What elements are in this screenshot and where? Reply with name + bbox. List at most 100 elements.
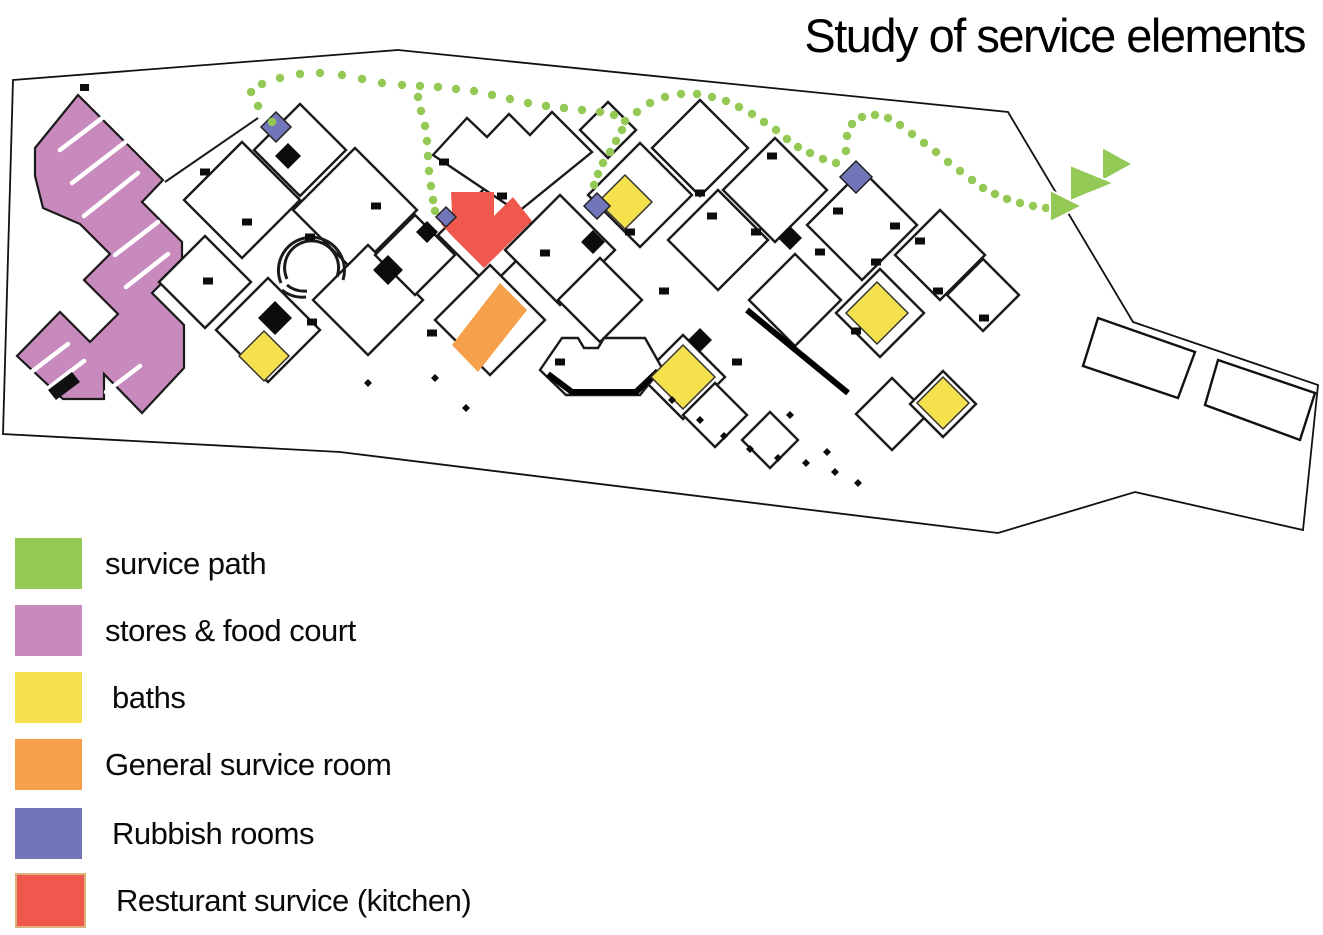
furniture-glyph [707, 212, 717, 220]
service-path-dot [541, 101, 551, 111]
service-path-dot [605, 147, 615, 157]
furniture-glyph [555, 358, 565, 366]
column [364, 379, 372, 387]
room [556, 256, 644, 344]
column [720, 432, 728, 440]
legend-item-rubbish-rooms: Rubbish rooms [15, 808, 635, 859]
service-path-dot [620, 116, 630, 126]
service-path-dots [246, 68, 1051, 216]
service-path-dot [589, 180, 599, 190]
stair-core [416, 221, 438, 243]
service-path-dot [617, 125, 627, 135]
service-path-arrows [1049, 145, 1136, 224]
stores-aisle-slits [27, 103, 171, 395]
service-path-dot [842, 131, 852, 141]
outbuilding-room [1081, 316, 1197, 400]
service-path-dot [645, 98, 655, 108]
service-path-dot [847, 119, 857, 129]
service-path-dot [611, 136, 621, 146]
service-path-dot [1015, 198, 1025, 208]
service-path-dot [660, 92, 670, 102]
furniture-glyph [203, 277, 213, 285]
furniture-glyph [890, 222, 900, 230]
room [805, 168, 919, 282]
service-path-swatch [15, 538, 82, 589]
corridor-wall [745, 307, 850, 396]
service-path-dot [990, 189, 1000, 199]
service-path-dot [397, 80, 407, 90]
service-path-dot [420, 121, 430, 131]
room [666, 188, 770, 292]
service-path-dot [451, 84, 461, 94]
stair-core [373, 255, 403, 285]
service-path-dot [841, 146, 851, 156]
bath-room [596, 173, 654, 231]
legend-item-restaurant-service: Resturant survice (kitchen) [15, 873, 635, 928]
room [721, 136, 829, 244]
service-path-dot [275, 73, 285, 83]
furniture-glyph [815, 248, 825, 256]
service-path-dot [782, 134, 792, 144]
rubbish-room-zones [259, 110, 874, 229]
service-path-dot [609, 110, 619, 120]
service-path-dot [632, 107, 642, 117]
service-path-dot [377, 78, 387, 88]
room [893, 208, 987, 302]
legend-item-baths: baths [15, 672, 635, 723]
furniture-glyph [751, 228, 761, 236]
service-path-dot [967, 175, 977, 185]
service-path-dot [577, 105, 587, 115]
service-path-dot [931, 147, 941, 157]
service-path-dot [424, 166, 434, 176]
service-path-dot [253, 101, 263, 111]
room [681, 381, 749, 449]
column [831, 468, 839, 476]
furniture-glyph [767, 152, 777, 160]
bath-room [844, 280, 910, 346]
stair-core [581, 230, 605, 254]
stores-food-court-swatch [15, 605, 82, 656]
service-path-dot [595, 107, 605, 117]
furniture-glyphs [200, 152, 989, 366]
bath-room [237, 329, 291, 383]
furniture-glyph [497, 192, 507, 200]
service-path-dot [771, 125, 781, 135]
service-path-dot [759, 117, 769, 127]
furniture-glyph [871, 258, 881, 266]
baths-swatch [15, 672, 82, 723]
service-path-dot [907, 129, 917, 139]
outbuilding-rooms [1081, 316, 1317, 442]
service-path-dot [857, 112, 867, 122]
service-path-dot [676, 89, 686, 99]
service-path-dot [593, 169, 603, 179]
column [802, 459, 810, 467]
service-path-dot [707, 92, 717, 102]
column [462, 404, 470, 412]
restaurant-service-swatch [15, 873, 86, 928]
furniture-glyph [371, 202, 381, 210]
service-path-dot [1002, 194, 1012, 204]
service-path-dot [426, 181, 436, 191]
service-path-dot [257, 79, 267, 89]
furniture-glyph [851, 327, 861, 335]
service-path-dot [692, 89, 702, 99]
furniture-glyph [307, 318, 317, 326]
zigzag-room [431, 110, 594, 214]
bath-room [915, 375, 971, 431]
furniture-glyph [732, 358, 742, 366]
service-path-dot [831, 158, 841, 168]
service-path-dot [818, 154, 828, 164]
legend-label: Rubbish rooms [112, 815, 314, 851]
furniture-glyph [625, 228, 635, 236]
service-path-dot [469, 86, 479, 96]
room [854, 376, 930, 452]
stair-cores [258, 143, 802, 352]
legend-item-service-path: survice path [15, 538, 635, 589]
room [650, 98, 750, 198]
service-path-dot [428, 195, 438, 205]
service-path-dot [943, 157, 953, 167]
furniture-glyph [695, 189, 705, 197]
column [774, 454, 782, 462]
outbuilding-room [1203, 358, 1317, 442]
